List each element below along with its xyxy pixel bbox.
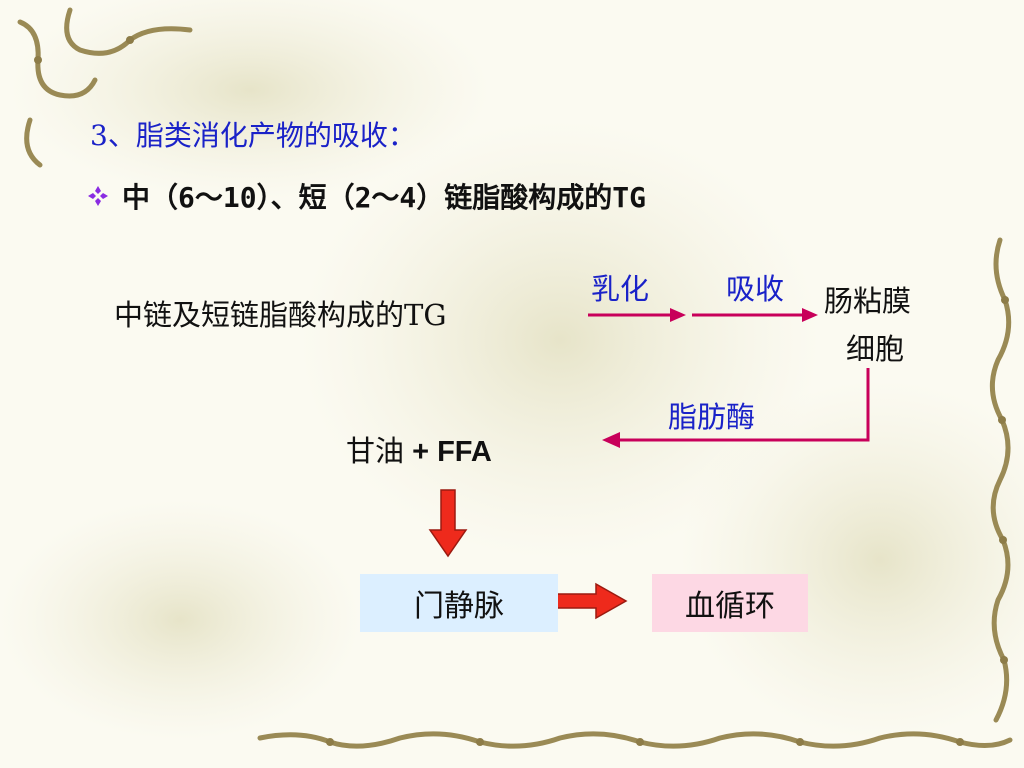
ffa-text: + FFA <box>404 436 492 468</box>
intestinal-mucosa-label: 肠粘膜 <box>824 284 912 318</box>
down-arrow <box>428 489 468 558</box>
emulsify-label: 乳化 <box>591 272 650 306</box>
absorb-label: 吸收 <box>726 272 785 306</box>
diamond-bullet-icon <box>88 186 108 206</box>
source-label: 中链及短链脂酸构成的TG <box>114 298 447 332</box>
emulsify-arrow <box>588 308 686 322</box>
product-label: 甘油 + FFA <box>346 428 492 470</box>
lipase-arrow <box>602 368 870 448</box>
circulation-box: 血循环 <box>652 574 808 632</box>
glycerol-text: 甘油 <box>346 434 405 468</box>
absorb-arrow <box>692 308 818 322</box>
bullet-point: 中（6～10）、短（2～4）链脂酸构成的TG <box>88 176 646 216</box>
lipase-label: 脂肪酶 <box>668 400 756 434</box>
bullet-text: 中（6～10）、短（2～4）链脂酸构成的TG <box>122 181 647 214</box>
section-heading: 3、脂类消化产物的吸收： <box>90 119 416 152</box>
portal-vein-box: 门静脉 <box>360 574 558 632</box>
cell-label: 细胞 <box>846 332 905 366</box>
